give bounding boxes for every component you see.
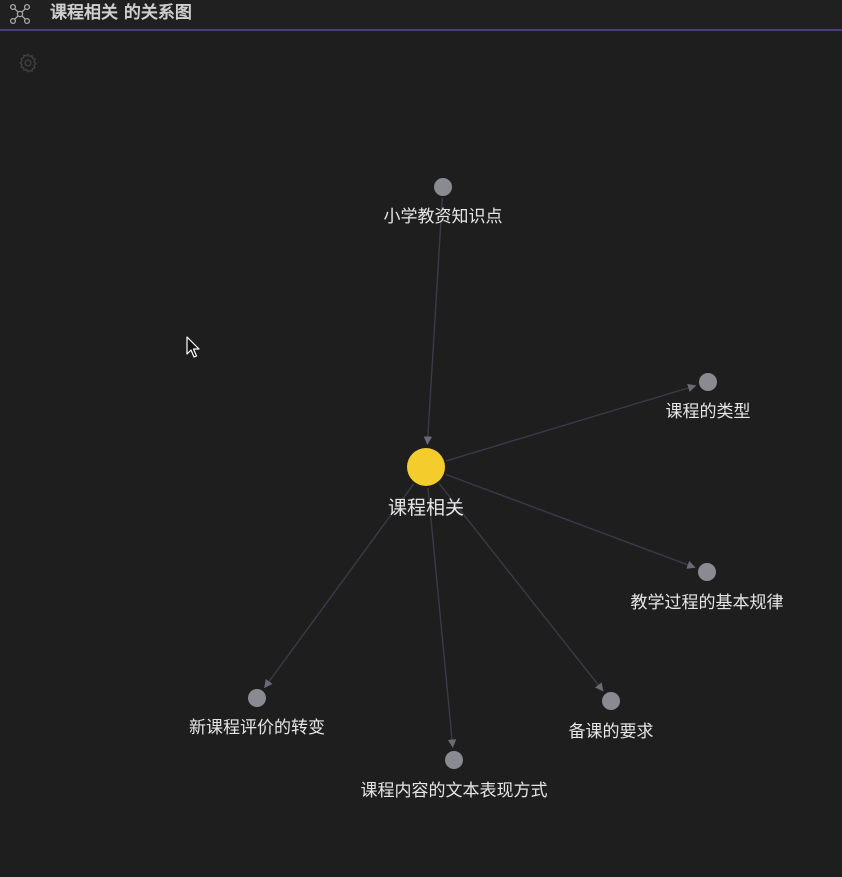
graph-node[interactable]: 教学过程的基本规律 [631, 563, 784, 613]
center-node-dot[interactable] [407, 448, 445, 486]
mouse-cursor-icon [186, 336, 200, 358]
relationship-graph[interactable]: 课程相关 小学教资知识点课程的类型教学过程的基本规律备课的要求课程内容的文本表现方… [0, 33, 842, 877]
graph-node-center[interactable]: 课程相关 [388, 448, 464, 519]
node-label: 课程内容的文本表现方式 [361, 781, 548, 801]
graph-edge [427, 487, 457, 748]
node-label: 备课的要求 [569, 722, 654, 742]
node-dot[interactable] [434, 178, 452, 196]
center-node-label: 课程相关 [388, 497, 464, 519]
graph-edge [445, 383, 697, 462]
node-dot[interactable] [445, 751, 463, 769]
graph-edge [445, 473, 696, 569]
node-dot[interactable] [248, 689, 266, 707]
node-dot[interactable] [699, 373, 717, 391]
node-dot[interactable] [698, 563, 716, 581]
graph-node[interactable]: 新课程评价的转变 [189, 689, 325, 738]
node-label: 课程的类型 [666, 402, 751, 422]
node-label: 新课程评价的转变 [189, 718, 325, 738]
graph-node[interactable]: 课程的类型 [666, 373, 751, 422]
graph-node[interactable]: 小学教资知识点 [384, 178, 503, 227]
graph-node[interactable]: 备课的要求 [569, 692, 654, 742]
graph-node[interactable]: 课程内容的文本表现方式 [361, 751, 548, 801]
title-bar: 课程相关 的关系图 [0, 0, 842, 31]
graph-edge [264, 483, 415, 689]
window-title: 课程相关 的关系图 [50, 3, 192, 23]
node-label: 教学过程的基本规律 [631, 593, 784, 613]
nodes-layer: 课程相关 小学教资知识点课程的类型教学过程的基本规律备课的要求课程内容的文本表现方… [189, 178, 784, 801]
gear-icon[interactable] [17, 52, 39, 74]
graph-network-icon [9, 3, 31, 25]
edges-layer [264, 197, 697, 748]
node-dot[interactable] [602, 692, 620, 710]
graph-edge [423, 197, 444, 445]
node-label: 小学教资知识点 [384, 207, 503, 227]
graph-edge [438, 483, 604, 692]
